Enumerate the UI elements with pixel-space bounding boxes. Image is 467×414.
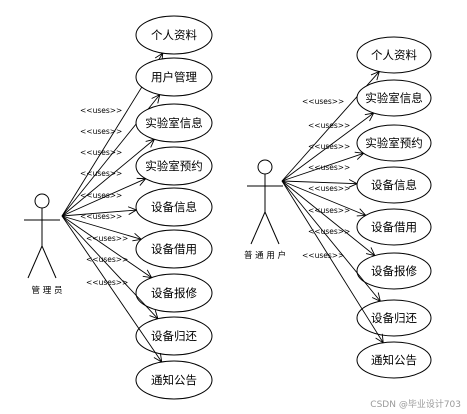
association-line (281, 180, 358, 185)
use-case-label: 用户管理 (151, 70, 197, 84)
use-case-ellipse (356, 79, 432, 117)
association-line (61, 215, 152, 279)
uses-label: <<uses>> (80, 148, 122, 157)
use-case-label: 实验室预约 (365, 136, 423, 150)
association-line (281, 180, 384, 344)
uses-label: <<uses>> (308, 206, 350, 215)
actor-leg-right (264, 211, 280, 245)
use-case-ellipse (135, 15, 213, 55)
use-case-ellipse (135, 146, 213, 186)
use-case-label: 设备借用 (371, 220, 417, 234)
uses-label: <<uses>> (80, 191, 122, 200)
use-case-ellipse (135, 273, 213, 313)
association-line (281, 180, 376, 256)
use-case-ellipse (135, 187, 213, 227)
uses-label: <<uses>> (86, 255, 128, 264)
use-case-label: 设备归还 (371, 311, 417, 325)
actor-head-icon (257, 159, 273, 175)
uses-label: <<uses>> (80, 169, 122, 178)
use-case-ellipse (356, 208, 432, 246)
actor-label: 管 理 员 (32, 285, 63, 296)
association-line (61, 209, 137, 217)
use-case-label: 设备报修 (371, 264, 417, 278)
association-line (61, 215, 163, 363)
use-case-label: 设备报修 (151, 286, 197, 300)
uses-label: <<uses>> (86, 278, 128, 287)
use-case-label: 通知公告 (371, 353, 417, 367)
use-case-label: 设备信息 (151, 200, 197, 214)
uses-label: <<uses>> (80, 106, 122, 115)
association-line (281, 112, 374, 182)
uses-label: <<uses>> (308, 121, 350, 130)
use-case-label: 实验室信息 (145, 116, 203, 130)
actor-leg-right (41, 245, 57, 279)
use-case-ellipse (356, 166, 432, 204)
actor-leg-left (27, 245, 43, 279)
association-line (281, 180, 366, 216)
use-case-ellipse (135, 229, 213, 269)
use-case-label: 实验室预约 (145, 159, 203, 173)
association-line (61, 215, 142, 240)
use-case-ellipse (135, 103, 213, 143)
actor-head-icon (34, 193, 50, 209)
use-case-label: 实验室信息 (365, 91, 423, 105)
use-case-label: 个人资料 (151, 28, 197, 42)
uses-label: <<uses>> (308, 163, 350, 172)
uses-label: <<uses>> (302, 97, 344, 106)
uses-label: <<uses>> (80, 212, 122, 221)
association-line (61, 215, 159, 320)
association-line (61, 178, 146, 217)
use-case-label: 个人资料 (371, 48, 417, 62)
use-case-label: 设备信息 (371, 178, 417, 192)
watermark: CSDN @毕业设计703 (370, 400, 461, 410)
use-case-ellipse (356, 341, 432, 379)
association-line (281, 152, 364, 182)
uses-label: <<uses>> (308, 227, 350, 236)
use-case-ellipse (356, 124, 432, 162)
use-case-ellipse (135, 57, 213, 97)
uses-label: <<uses>> (308, 142, 350, 151)
uses-label: <<uses>> (86, 234, 128, 243)
use-case-ellipse (356, 36, 432, 74)
use-case-ellipse (135, 360, 213, 400)
use-case-label: 设备归还 (151, 329, 197, 343)
use-case-ellipse (135, 316, 213, 356)
uses-label: <<uses>> (80, 127, 122, 136)
use-case-label: 通知公告 (151, 373, 197, 387)
actor-leg-left (250, 211, 266, 245)
use-case-ellipse (356, 252, 432, 290)
association-line (281, 180, 381, 302)
actor-label: 普 通 用 户 (244, 250, 286, 261)
use-case-label: 设备借用 (151, 242, 197, 256)
uses-label: <<uses>> (302, 251, 344, 260)
uses-label: <<uses>> (308, 184, 350, 193)
association-line (61, 138, 155, 217)
use-case-ellipse (356, 299, 432, 337)
